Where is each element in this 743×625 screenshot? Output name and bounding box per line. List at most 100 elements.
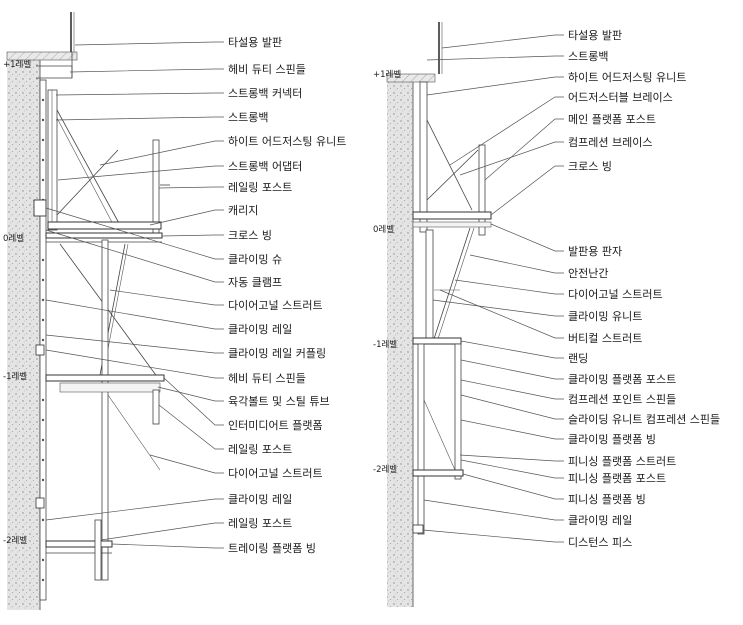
- left-callout-label: 레일링 포스트: [228, 180, 292, 194]
- right-leader-line: [460, 459, 564, 479]
- left-callout-label: 헤비 듀티 스핀들: [228, 372, 306, 385]
- right-level-minus2: -2레벨: [373, 464, 397, 475]
- right-leader-line: [460, 394, 564, 420]
- left-leader-line: [57, 165, 224, 181]
- right-main-platform-post: [478, 144, 486, 236]
- left-leader-line: [45, 229, 224, 283]
- left-leader-line: [149, 209, 224, 226]
- right-landing: [412, 337, 462, 345]
- right-callout-label: 클라이밍 유니트: [568, 310, 642, 323]
- right-leader-line: [460, 340, 564, 359]
- right-finishing-strut: [423, 399, 456, 471]
- left-trailing-platform-beam: [45, 540, 113, 548]
- right-callout-label: 피니싱 플랫폼 포스트: [568, 472, 666, 485]
- left-leader-line: [45, 349, 224, 379]
- left-leader-lines: [45, 41, 224, 549]
- right-leader-line: [441, 34, 564, 49]
- right-leader-line: [422, 529, 564, 543]
- left-callout-label: 레일링 포스트: [228, 516, 292, 530]
- right-leader-line: [449, 96, 564, 166]
- left-callout-label: 하이트 어드저스팅 유니트: [228, 134, 346, 148]
- right-leader-line: [426, 76, 564, 96]
- right-slab: [386, 73, 436, 83]
- right-leader-line: [454, 279, 564, 295]
- left-leader-line: [45, 334, 224, 354]
- right-level-markers: +1레벨 0레벨 -1레벨 -2레벨: [373, 69, 401, 475]
- left-leader-line: [163, 377, 224, 426]
- left-callout-label: 크로스 빙: [228, 229, 272, 242]
- left-anchor-2: [35, 497, 45, 509]
- left-level-markers: +1레벨 0레벨 -1레벨 -2레벨: [3, 59, 31, 546]
- left-cross-beam: [45, 232, 163, 239]
- left-leader-line: [74, 41, 224, 46]
- right-finishing-platform-beam: [412, 469, 464, 477]
- left-wall: [7, 52, 40, 610]
- left-lower-diagonal: [107, 394, 161, 471]
- right-level-minus1: -1레벨: [373, 339, 397, 350]
- left-anchor-1: [35, 344, 45, 356]
- left-leader-line: [157, 386, 224, 402]
- right-leader-line: [459, 141, 564, 176]
- right-leader-line: [460, 419, 564, 440]
- left-leader-line: [55, 92, 224, 96]
- left-level-minus1: -1레벨: [3, 371, 27, 382]
- left-callout-label: 스트롱백: [228, 111, 268, 124]
- left-leader-line: [109, 289, 224, 306]
- right-leader-line: [484, 118, 564, 181]
- left-leader-line: [111, 543, 224, 549]
- left-leader-line: [99, 140, 224, 166]
- right-leader-line: [462, 473, 564, 500]
- right-distance-piece: [412, 524, 424, 534]
- left-leader-line: [45, 299, 224, 330]
- left-railing-post-middle: [152, 389, 160, 425]
- left-leader-line: [45, 207, 224, 260]
- right-cross-beam: [412, 211, 492, 220]
- left-callout-label: 자동 클램프: [228, 276, 282, 289]
- right-callout-label: 어드저스터블 브레이스: [568, 91, 673, 104]
- left-callout-label: 클라이밍 레일: [228, 322, 292, 336]
- left-callout-label: 스트롱백 어댑터: [228, 160, 302, 173]
- right-callout-label: 안전난간: [568, 267, 608, 280]
- right-leader-line: [439, 289, 564, 339]
- left-callout-label: 클라이밍 레일: [228, 492, 292, 506]
- right-callout-label: 피니싱 플랫폼 스트러트: [568, 455, 676, 468]
- left-pour-platform: [36, 65, 73, 79]
- left-rail-holes: [41, 98, 45, 582]
- right-leader-lines: [422, 34, 564, 543]
- left-callout-label: 육각볼트 및 스틸 튜브: [228, 395, 330, 408]
- right-callout-label: 타설용 발판: [568, 29, 622, 42]
- left-leader-line: [100, 522, 224, 541]
- left-railing-post-lower: [94, 519, 102, 581]
- left-callout-label: 클라이밍 슈: [228, 253, 282, 266]
- right-callout-label: 메인 플랫폼 포스트: [568, 113, 656, 126]
- left-slab: [6, 51, 78, 61]
- right-callout-label: 디스턴스 피스: [568, 536, 632, 549]
- left-level-0: 0레벨: [3, 233, 24, 244]
- left-hex-bolt-tube: [59, 382, 161, 393]
- right-leader-line: [432, 299, 564, 317]
- left-leader-line: [158, 186, 224, 189]
- left-climbing-shoe: [33, 199, 47, 217]
- right-callout-label: 스트롱백: [568, 50, 608, 63]
- left-railing-post-upper: [152, 139, 160, 236]
- right-drawing: [386, 22, 492, 607]
- left-callout-label: 다이어고널 스트러트: [228, 467, 323, 480]
- right-callout-label: 클라이밍 레일: [568, 513, 632, 527]
- left-leader-line: [161, 234, 224, 237]
- left-vertical-post: [101, 239, 109, 581]
- right-leader-line: [423, 499, 564, 521]
- right-callout-label: 슬라이딩 유니트 컴프레션 스핀들: [568, 413, 720, 426]
- left-callout-label: 다이어고널 스트러트: [228, 299, 323, 312]
- right-level-0: 0레벨: [373, 224, 394, 235]
- right-compression-brace: [426, 149, 479, 201]
- right-climbing-rail: [417, 343, 425, 535]
- right-callout-label: 클라이밍 플랫폼 빙: [568, 433, 656, 446]
- right-callout-label: 발판용 판자: [568, 245, 622, 258]
- right-callout-label: 하이트 어드저스팅 유니트: [568, 70, 686, 84]
- left-brace-1: [56, 109, 121, 226]
- right-plank: [412, 221, 492, 228]
- right-leader-line: [460, 359, 564, 380]
- right-diagonal-strut-b: [436, 227, 475, 343]
